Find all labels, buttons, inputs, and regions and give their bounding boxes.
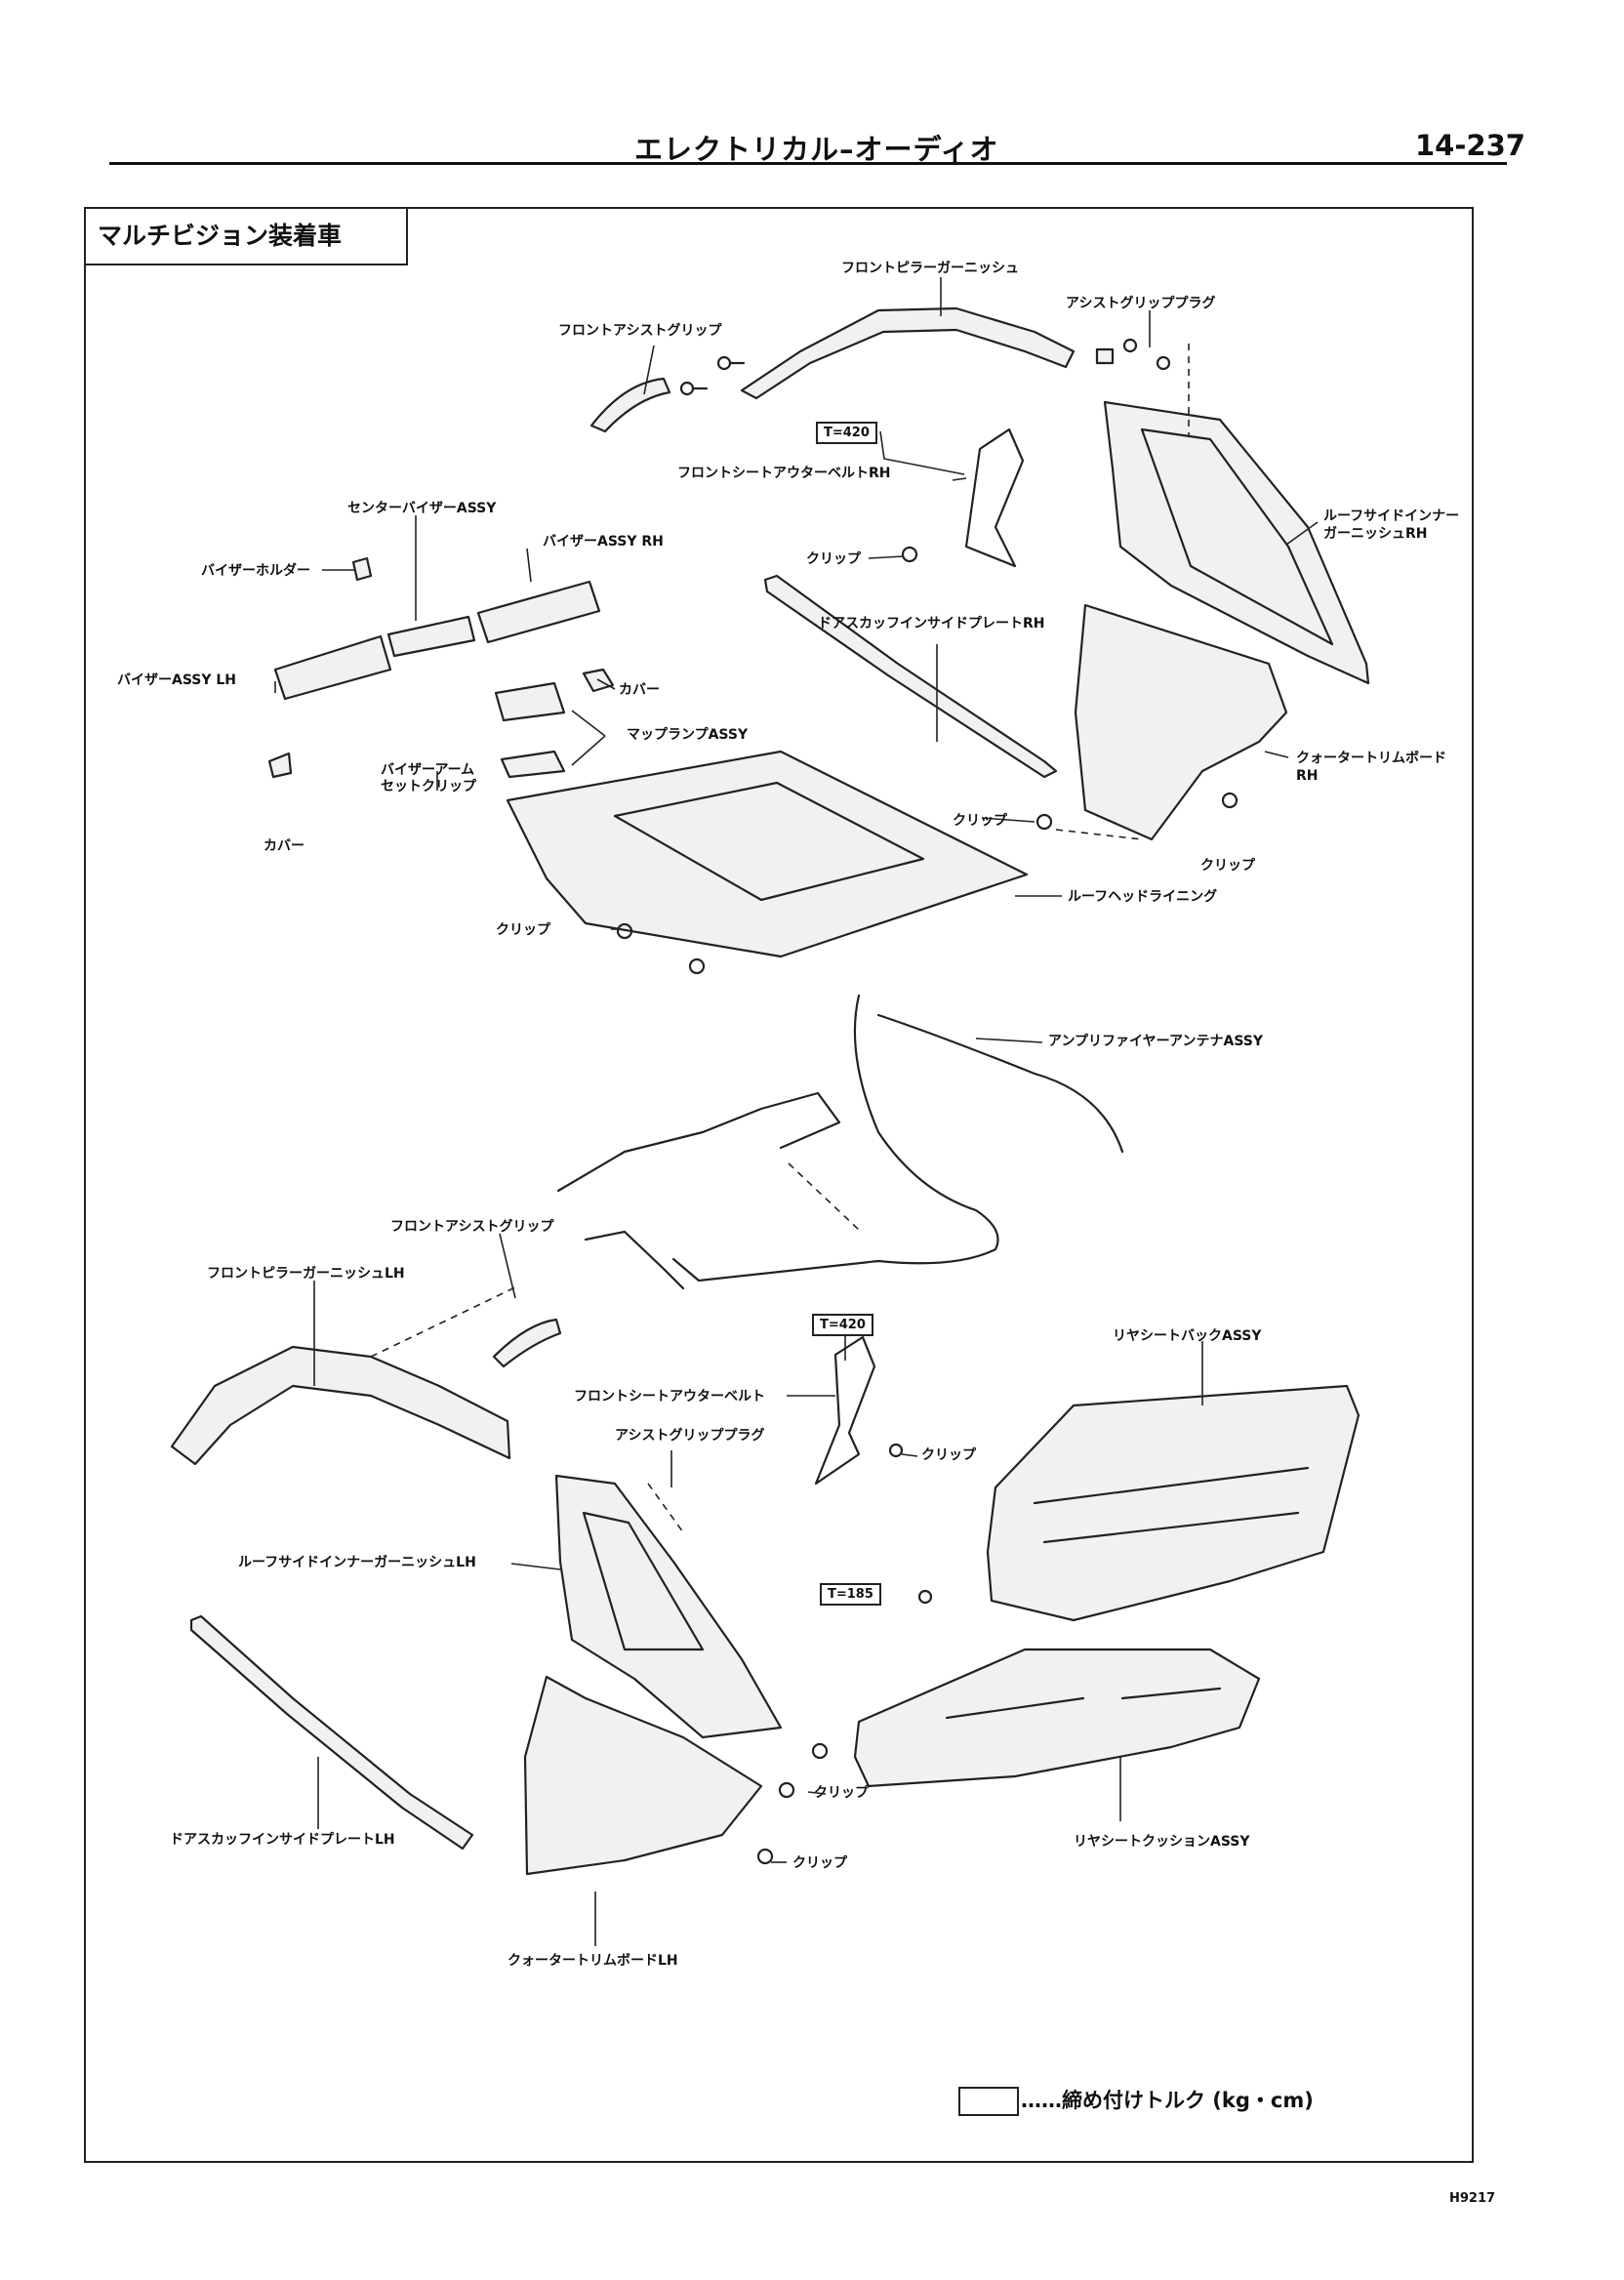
label-quarter-trim-rh-1: クォータートリムボード [1296,751,1446,766]
seat-belt [814,1335,876,1486]
label-clip-5: クリップ [921,1447,976,1463]
quarter-trim-board-rh [1074,603,1288,841]
section-tag-box [84,207,408,265]
screw-icon [1122,338,1171,371]
label-cover-1: カバー [619,682,660,698]
label-clip-6: クリップ [814,1785,869,1801]
section-tag: マルチビジョン装着車 [98,222,343,250]
label-clip-2: クリップ [953,813,1007,829]
roof-side-inner-garnish-lh [554,1474,783,1739]
header-rule [109,162,1507,165]
label-rear-seat-cushion: リヤシートクッションASSY [1074,1834,1250,1850]
label-rear-seat-back: リヤシートバックASSY [1113,1328,1262,1344]
rear-seat-back [986,1384,1360,1622]
torque-box-3: T=185 [820,1583,881,1606]
label-visor-arm-clip-1: バイザーアーム [381,762,475,778]
cover-lh [267,752,293,779]
rear-seat-cushion [853,1648,1261,1788]
screw-icon [679,381,709,396]
page-number: 14-237 [1415,129,1525,162]
door-scuff-plate-lh [189,1614,474,1851]
label-visor-rh: バイザーASSY RH [543,534,664,550]
torque-box-1: T=420 [816,422,877,444]
sun-visor-lh [273,634,392,701]
label-roof-headlining: ルーフヘッドライニング [1068,889,1218,905]
label-visor-arm-clip-2: セットクリップ [381,779,476,794]
label-front-assist-grip-top: フロントアシストグリップ [558,323,722,339]
label-roof-side-inner-rh-2: ガーニッシュRH [1323,526,1428,542]
legend-box [958,2087,1019,2116]
label-quarter-trim-rh-2: RH [1296,768,1319,784]
amplifier-antenna [671,994,999,1282]
diagram-frame [84,207,1474,2163]
label-visor-holder: バイザーホルダー [201,563,310,579]
label-amp-antenna: アンプリファイヤーアンテナASSY [1048,1034,1263,1049]
drawing-code: H9217 [1449,2191,1496,2206]
label-front-seat-outer-belt: フロントシートアウターベルト [574,1389,765,1405]
roof-headlining [506,750,1029,958]
screw-icon [716,355,746,371]
front-assist-grip-top [589,377,671,433]
label-clip-7: クリップ [792,1855,847,1871]
front-assist-grip-mid [492,1318,562,1368]
label-assist-grip-plug-mid: アシストグリッププラグ [615,1428,765,1444]
label-door-scuff-rh: ドアスカッフインサイドプレートRH [818,616,1045,631]
clip-icon [616,546,1238,1865]
front-pillar-garnish-lh [170,1345,511,1466]
header-title: エレクトリカル–オーディオ [634,133,999,166]
torque-box-2: T=420 [812,1314,873,1336]
label-clip-4: クリップ [496,922,550,938]
assist-grip-plug-top [1095,347,1115,365]
wiring-harness [556,1091,841,1193]
label-front-seat-outer-belt-rh: フロントシートアウターベルトRH [677,466,891,481]
center-visor [386,615,476,658]
label-cover-2: カバー [264,838,304,854]
roof-side-inner-garnish-rh [1103,400,1370,685]
label-clip-1: クリップ [806,551,861,567]
label-map-lamp: マップランプASSY [627,727,749,743]
label-quarter-trim-lh: クォータートリムボードLH [508,1953,678,1969]
visor-holder [351,556,373,582]
label-roof-side-inner-lh: ルーフサイドインナーガーニッシュLH [238,1555,476,1570]
sun-visor-rh [476,580,601,644]
seat-belt-rh [964,428,1025,568]
label-front-pillar-garnish: フロントピラーガーニッシュ [841,261,1019,276]
label-clip-3: クリップ [1200,858,1255,874]
label-front-pillar-garnish-lh: フロントピラーガーニッシュLH [207,1266,405,1282]
label-roof-side-inner-rh-1: ルーフサイドインナー [1323,509,1460,524]
label-door-scuff-lh: ドアスカッフインサイドプレートLH [170,1832,395,1848]
map-lamp [494,681,566,722]
label-assist-grip-plug-top: アシストグリッププラグ [1066,296,1216,311]
door-scuff-plate-rh [763,574,1058,779]
label-center-visor: センターバイザーASSY [347,501,497,516]
quarter-trim-board-lh [523,1675,763,1876]
legend-text: ……締め付けトルク (kg・cm) [1021,2089,1314,2112]
label-visor-lh: バイザーASSY LH [117,672,237,688]
front-pillar-garnish-rh [740,306,1076,400]
label-front-assist-grip-mid: フロントアシストグリップ [390,1219,554,1235]
